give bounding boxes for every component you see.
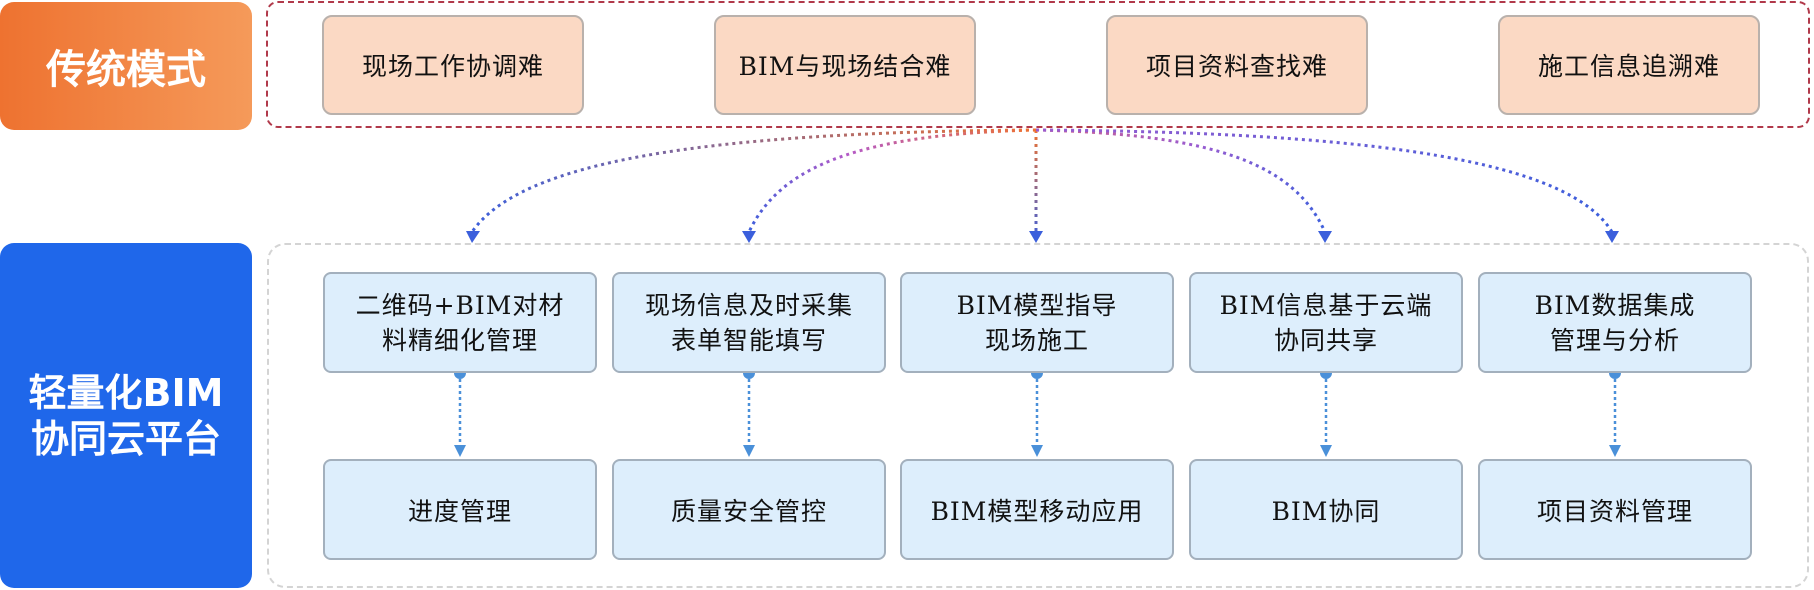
problem-box: 项目资料查找难 <box>1106 15 1368 115</box>
module-box: 质量安全管控 <box>612 459 886 560</box>
problem-box: 施工信息追溯难 <box>1498 15 1760 115</box>
module-box: BIM模型移动应用 <box>900 459 1174 560</box>
arrowhead <box>1605 231 1619 243</box>
flow-arrow <box>1035 128 1614 233</box>
arrowhead <box>466 231 480 243</box>
problem-group-frame <box>266 1 1810 128</box>
feature-box: 现场信息及时采集 表单智能填写 <box>612 272 886 373</box>
feature-box: BIM模型指导 现场施工 <box>900 272 1174 373</box>
module-box: 项目资料管理 <box>1478 459 1752 560</box>
traditional-mode-label: 传统模式 <box>0 2 252 130</box>
problem-box: BIM与现场结合难 <box>714 15 976 115</box>
problem-box: 现场工作协调难 <box>322 15 584 115</box>
arrowhead <box>1318 231 1332 243</box>
feature-box: BIM信息基于云端 协同共享 <box>1189 272 1463 373</box>
flow-arrow <box>1035 128 1327 233</box>
feature-box: BIM数据集成 管理与分析 <box>1478 272 1752 373</box>
arrowhead <box>1029 231 1043 243</box>
platform-label: 轻量化BIM 协同云平台 <box>0 243 252 588</box>
feature-module-connectors <box>454 367 1621 457</box>
platform-group-frame <box>267 243 1809 588</box>
module-box: BIM协同 <box>1189 459 1463 560</box>
module-box: 进度管理 <box>323 459 597 560</box>
feature-box: 二维码+BIM对材 料精细化管理 <box>323 272 597 373</box>
arrowhead <box>742 231 756 243</box>
flow-arrow <box>747 128 1037 233</box>
flow-arrow <box>470 128 1037 233</box>
